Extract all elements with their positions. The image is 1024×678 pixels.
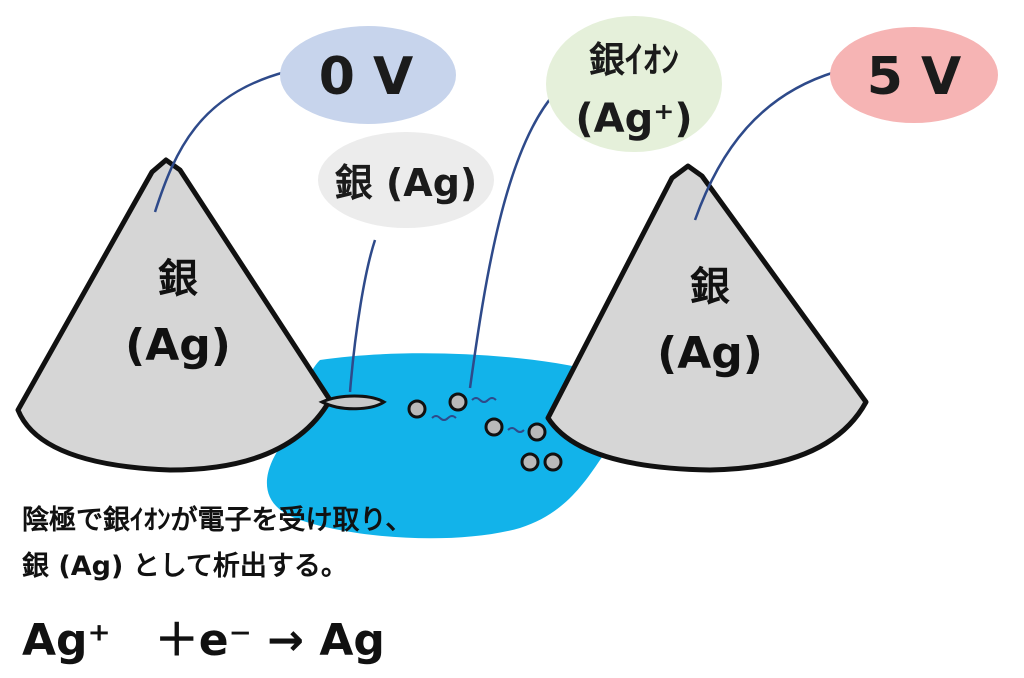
right-electrode-label-2: (Ag) <box>657 328 763 379</box>
silver-ion-particles <box>407 392 563 472</box>
ion-label-1: 銀ｲｵﾝ <box>589 40 679 81</box>
deposit-label: 銀 (Ag) <box>335 161 478 205</box>
silver-deposit <box>318 394 387 411</box>
voltage-left-label: 0 V <box>319 47 414 107</box>
right-electrode-label-1: 銀 <box>690 264 730 310</box>
voltage-right-label: 5 V <box>867 47 962 107</box>
left-cone-body <box>15 157 333 473</box>
right-cone-body <box>545 163 869 473</box>
leader-lines <box>153 70 836 393</box>
ion-particle <box>543 452 563 472</box>
left-electrode-label-2: (Ag) <box>125 320 231 371</box>
bubble-5v: 5 V <box>830 27 998 123</box>
caption-line-1: 陰極で銀ｲｵﾝが電子を受け取り、 <box>22 505 413 536</box>
ion-particle <box>484 417 504 437</box>
left-electrode: 銀 (Ag) <box>15 157 333 473</box>
ion-label-2: (Ag⁺) <box>575 96 692 142</box>
ion-particle <box>527 422 547 442</box>
bubble-ag: 銀 (Ag) <box>318 132 494 228</box>
ion-particle <box>407 399 427 419</box>
left-electrode-label-1: 銀 <box>158 256 198 302</box>
right-electrode: 銀 (Ag) <box>545 163 869 473</box>
ion-particle <box>448 392 468 412</box>
caption-line-2: 銀 (Ag) として析出する。 <box>22 551 348 582</box>
ion-particle <box>520 452 540 472</box>
bubble-ion: 銀ｲｵﾝ (Ag⁺) <box>546 16 722 152</box>
bubble-0v: 0 V <box>280 26 456 124</box>
motion-squiggles <box>431 397 525 433</box>
reaction-equation: Ag⁺ ＋e⁻ → Ag <box>22 615 385 666</box>
